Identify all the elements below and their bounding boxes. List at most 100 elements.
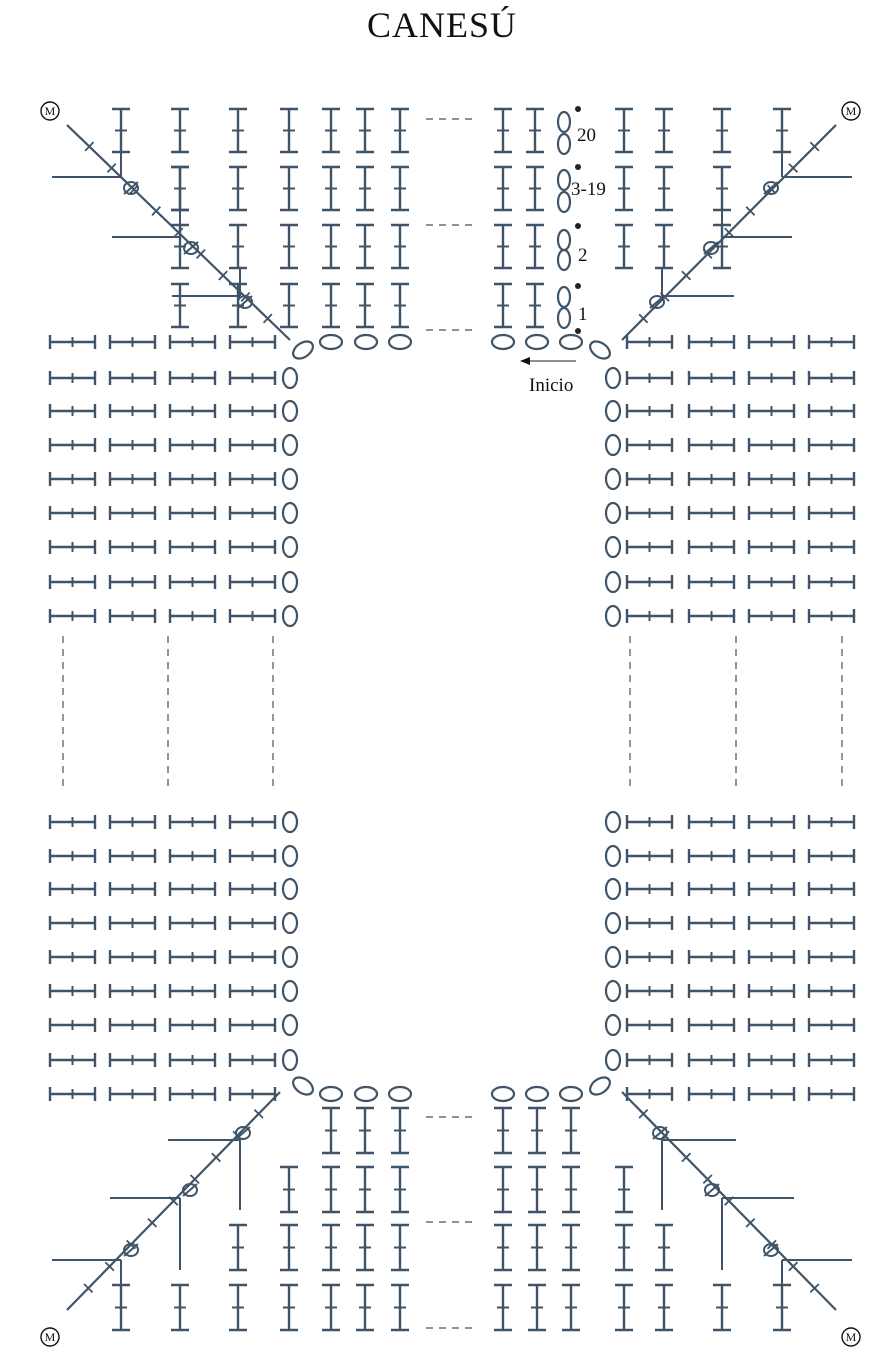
chain-oval-right — [604, 911, 622, 935]
chain-oval-bottom — [558, 1085, 584, 1103]
single-crochet-horizontal — [48, 540, 97, 554]
chain-oval-top — [318, 333, 344, 351]
bobble-ring — [237, 295, 253, 309]
single-crochet-horizontal — [807, 609, 856, 623]
single-crochet-horizontal — [747, 609, 796, 623]
single-crochet-vertical — [526, 282, 544, 329]
chain-oval-corner — [292, 340, 314, 360]
single-crochet-vertical — [280, 1223, 298, 1272]
bobble-increase-icon — [123, 1243, 139, 1257]
chain-oval-left — [281, 433, 299, 457]
chain-oval-right — [604, 501, 622, 525]
single-crochet-vertical — [322, 1223, 340, 1272]
single-crochet-horizontal — [108, 815, 157, 829]
single-crochet-horizontal — [625, 472, 674, 486]
single-crochet-horizontal — [625, 575, 674, 589]
single-crochet-vertical — [528, 1165, 546, 1214]
bobble-ring — [649, 295, 665, 309]
single-crochet-horizontal — [48, 575, 97, 589]
single-crochet-vertical — [615, 1283, 633, 1332]
diagonal-tick — [809, 141, 820, 152]
bobble-ring — [703, 241, 719, 255]
single-crochet-horizontal — [228, 984, 277, 998]
single-crochet-horizontal — [687, 815, 736, 829]
chain-oval-bottom — [318, 1085, 344, 1103]
single-crochet-horizontal — [108, 575, 157, 589]
single-crochet-horizontal — [807, 404, 856, 418]
bobble-slash — [703, 241, 719, 255]
single-crochet-vertical — [322, 1283, 340, 1332]
single-crochet-horizontal — [747, 984, 796, 998]
slip-stitch-dot — [575, 106, 581, 112]
single-crochet-horizontal — [687, 1087, 736, 1101]
single-crochet-horizontal — [228, 882, 277, 896]
chain-oval-left — [281, 467, 299, 491]
diagonal-tick — [83, 1283, 94, 1294]
single-crochet-horizontal — [687, 404, 736, 418]
chain-oval-left — [281, 810, 299, 834]
chain-oval-left — [281, 535, 299, 559]
single-crochet-horizontal — [747, 438, 796, 452]
single-crochet-vertical — [615, 1165, 633, 1214]
single-crochet-vertical — [526, 223, 544, 270]
diagonal-tick — [702, 1174, 713, 1185]
single-crochet-horizontal — [687, 506, 736, 520]
single-crochet-horizontal — [168, 506, 217, 520]
single-crochet-horizontal — [687, 335, 736, 349]
single-crochet-vertical — [229, 1283, 247, 1332]
single-crochet-horizontal — [228, 815, 277, 829]
diagonal-tick — [809, 1283, 820, 1294]
single-crochet-horizontal — [807, 815, 856, 829]
single-crochet-horizontal — [108, 609, 157, 623]
single-crochet-horizontal — [625, 540, 674, 554]
single-crochet-horizontal — [807, 849, 856, 863]
single-crochet-horizontal — [108, 916, 157, 930]
single-crochet-horizontal — [168, 916, 217, 930]
single-crochet-horizontal — [48, 1053, 97, 1067]
single-crochet-vertical — [713, 107, 731, 154]
single-crochet-horizontal — [168, 950, 217, 964]
single-crochet-horizontal — [108, 404, 157, 418]
single-crochet-horizontal — [687, 540, 736, 554]
single-crochet-vertical — [655, 223, 673, 270]
single-crochet-horizontal — [228, 1018, 277, 1032]
single-crochet-horizontal — [108, 371, 157, 385]
diagonal-tick — [84, 141, 95, 152]
single-crochet-vertical — [713, 165, 731, 212]
chain-oval-left — [281, 570, 299, 594]
single-crochet-horizontal — [625, 950, 674, 964]
single-crochet-horizontal — [48, 609, 97, 623]
diagonal-tick — [788, 163, 799, 173]
single-crochet-horizontal — [747, 404, 796, 418]
diagonal-tick — [788, 1261, 799, 1272]
chain-oval-top — [558, 333, 584, 351]
single-crochet-horizontal — [108, 1018, 157, 1032]
single-crochet-vertical — [562, 1223, 580, 1272]
single-crochet-horizontal — [807, 984, 856, 998]
single-crochet-vertical — [229, 223, 247, 270]
single-crochet-horizontal — [687, 984, 736, 998]
single-crochet-horizontal — [747, 1018, 796, 1032]
slip-stitch-dot — [575, 223, 581, 229]
single-crochet-horizontal — [625, 815, 674, 829]
single-crochet-horizontal — [228, 609, 277, 623]
single-crochet-vertical — [494, 165, 512, 212]
single-crochet-horizontal — [48, 438, 97, 452]
single-crochet-vertical — [280, 107, 298, 154]
single-crochet-vertical — [615, 107, 633, 154]
diagonal-tick — [724, 227, 734, 238]
corner-diagonal-bottom-left — [66, 1091, 281, 1311]
single-crochet-vertical — [391, 1165, 409, 1214]
marker-text: M — [846, 1330, 857, 1344]
single-crochet-vertical — [562, 1283, 580, 1332]
single-crochet-horizontal — [625, 1053, 674, 1067]
single-crochet-horizontal — [807, 882, 856, 896]
single-crochet-horizontal — [168, 335, 217, 349]
single-crochet-vertical — [391, 165, 409, 212]
chain-oval-right — [604, 467, 622, 491]
single-crochet-horizontal — [168, 1087, 217, 1101]
single-crochet-vertical — [391, 282, 409, 329]
single-crochet-horizontal — [168, 540, 217, 554]
bobble-slash — [183, 241, 199, 255]
chain-oval-left — [281, 1013, 299, 1037]
